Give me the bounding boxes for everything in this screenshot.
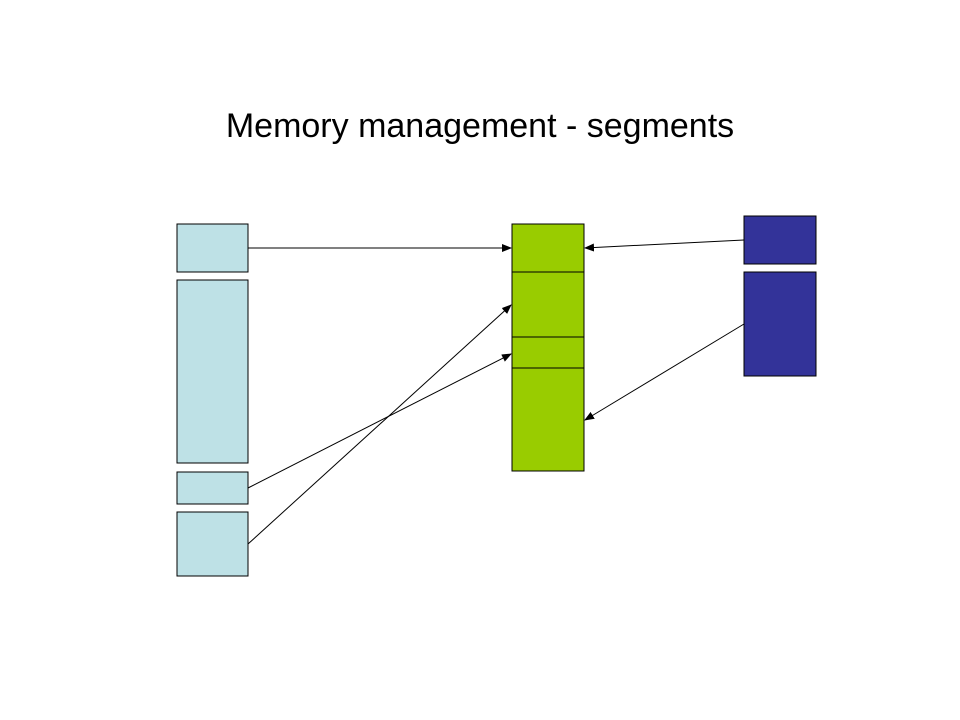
slide-title: Memory management - segments xyxy=(225,107,735,145)
arrow-a4-to-memory-2 xyxy=(247,304,512,545)
arrow-b1-to-memory-1 xyxy=(584,239,745,252)
arrow-a3-to-memory-3 xyxy=(247,353,512,489)
physical-memory-segment-4 xyxy=(511,367,585,472)
process-a-segments xyxy=(176,223,249,577)
physical-memory-segment-2 xyxy=(511,271,585,338)
process-a-segment-2 xyxy=(176,279,249,464)
process-b-segment-2 xyxy=(743,271,817,377)
physical-memory-segment-1 xyxy=(511,223,585,273)
arrow-b2-to-memory-4 xyxy=(584,323,745,421)
mapping-arrows xyxy=(247,239,745,545)
process-b-segment-1 xyxy=(743,215,817,265)
process-a-segment-1 xyxy=(176,223,249,273)
physical-memory-segment-3 xyxy=(511,336,585,369)
process-b-segments xyxy=(743,215,817,377)
physical-memory-segments xyxy=(511,223,585,472)
process-a-segment-4 xyxy=(176,511,249,577)
process-a-segment-3 xyxy=(176,471,249,505)
